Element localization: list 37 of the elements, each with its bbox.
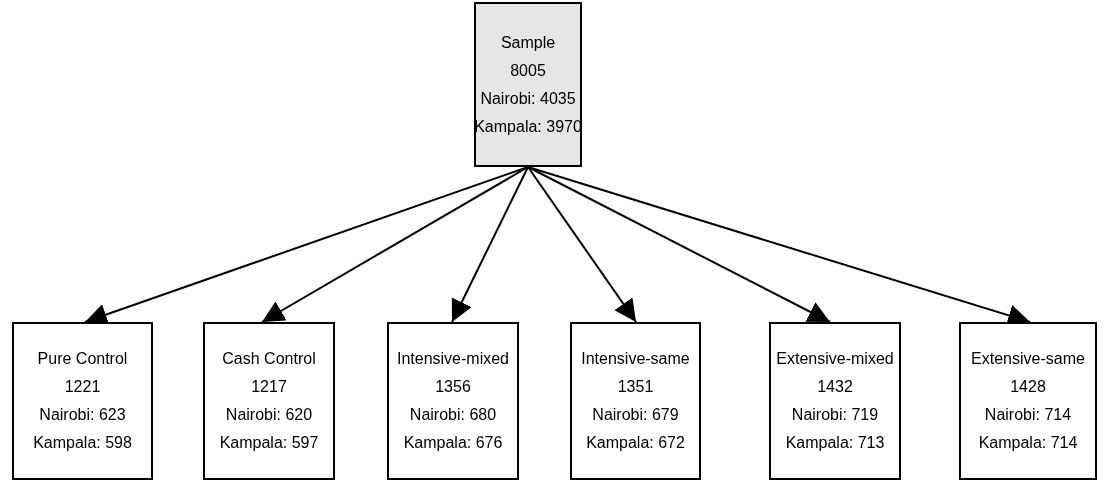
node-text: Kampala: 597 <box>219 433 319 453</box>
node-text: Kampala: 676 <box>403 433 503 453</box>
node-text: Cash Control <box>222 349 316 369</box>
node-text: Nairobi: 714 <box>984 405 1072 425</box>
node-text: Kampala: 672 <box>586 433 685 453</box>
node-text: Kampala: 714 <box>978 433 1078 453</box>
group-box <box>387 322 519 480</box>
node-text: Intensive-mixed <box>396 349 509 369</box>
root-box <box>474 2 582 167</box>
node-text: Extensive-mixed <box>776 349 894 369</box>
node-text: 1351 <box>617 377 654 397</box>
group-box <box>769 322 901 480</box>
arrow <box>527 166 637 323</box>
node-text: Intensive-same <box>581 349 690 369</box>
node-text: 8005 <box>510 60 546 81</box>
node-text: Kampala: 598 <box>33 433 132 453</box>
group-box <box>570 322 701 480</box>
node-text: Nairobi: 719 <box>791 405 879 425</box>
node-text: Sample <box>500 32 556 53</box>
arrow <box>261 166 529 323</box>
node-text: Extensive-same <box>971 349 1085 369</box>
node-text: 1428 <box>1010 377 1046 397</box>
group-box <box>12 322 153 480</box>
node-text: Kampala: 713 <box>785 433 885 453</box>
node-text: 1217 <box>251 377 287 397</box>
node-text: Nairobi: 680 <box>409 405 497 425</box>
node-text: Pure Control <box>37 349 128 369</box>
node-text: Nairobi: 679 <box>592 405 679 425</box>
arrow <box>451 166 529 323</box>
node-text: 1221 <box>64 377 101 397</box>
node-text: 1432 <box>817 377 853 397</box>
node-text: Nairobi: 620 <box>225 405 313 425</box>
node-text: Nairobi: 4035 <box>480 88 576 109</box>
group-box <box>959 322 1097 480</box>
node-text: 1356 <box>435 377 471 397</box>
node-text: Nairobi: 623 <box>39 405 126 425</box>
group-box <box>203 322 335 480</box>
